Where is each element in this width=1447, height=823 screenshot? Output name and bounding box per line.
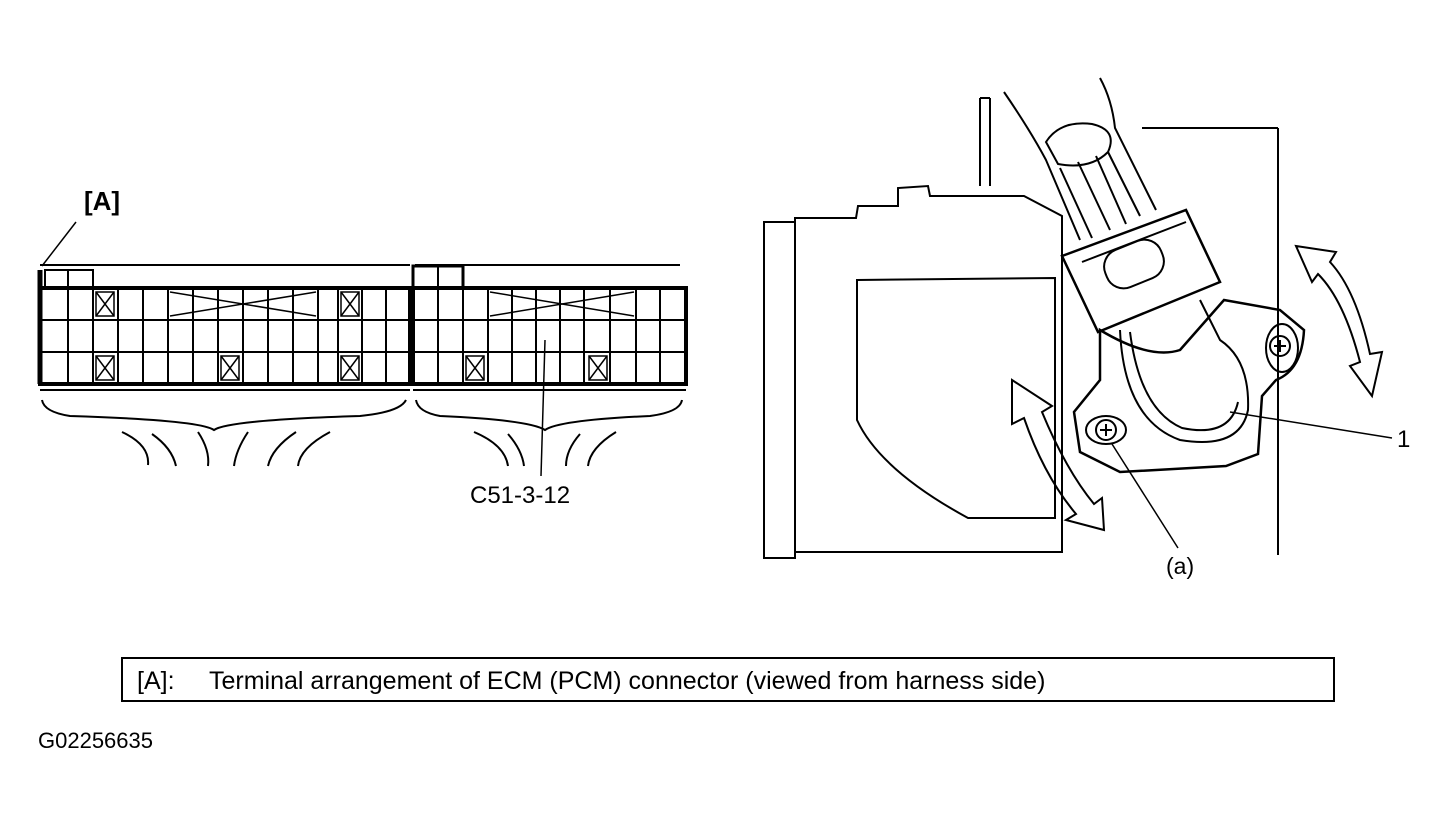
throttle-position-sensor (1072, 298, 1306, 474)
wire-harness (1003, 91, 1081, 241)
wire-curves (121, 431, 617, 467)
screw-icon (1085, 415, 1127, 445)
brace-right (415, 399, 683, 432)
throttle-body-outline (763, 184, 1063, 559)
empty-terminal-marks (95, 291, 635, 381)
leader-line-a-small (1111, 443, 1179, 549)
throttle-body-drawing (763, 77, 1393, 559)
part-label-a: (a) (1166, 553, 1195, 579)
part-label-1: 1 (1397, 426, 1411, 453)
throttle-bore (856, 276, 1056, 519)
double-arrow-icon (1294, 244, 1384, 399)
sensor-connector (1060, 208, 1222, 334)
connector-label-a: [A] (84, 186, 121, 216)
screw-icon (1265, 323, 1299, 373)
leader-line-a (41, 221, 77, 267)
terminal-grid-right (437, 288, 661, 384)
leader-line-1 (1229, 411, 1393, 439)
brace-left (41, 399, 407, 432)
legend-key: [A]: (137, 667, 175, 695)
legend-box: [A]: Terminal arrangement of ECM (PCM) c… (121, 657, 1335, 702)
connector-drawing (37, 221, 688, 477)
figure-id: G02256635 (38, 728, 153, 753)
double-arrow-icon (1011, 378, 1106, 532)
connector-right-housing (411, 286, 688, 386)
leader-line-connector (540, 339, 546, 477)
connector-reference-label: C51-3-12 (470, 482, 571, 509)
terminal-grid-left (117, 288, 387, 384)
legend-text: Terminal arrangement of ECM (PCM) connec… (209, 667, 1046, 695)
